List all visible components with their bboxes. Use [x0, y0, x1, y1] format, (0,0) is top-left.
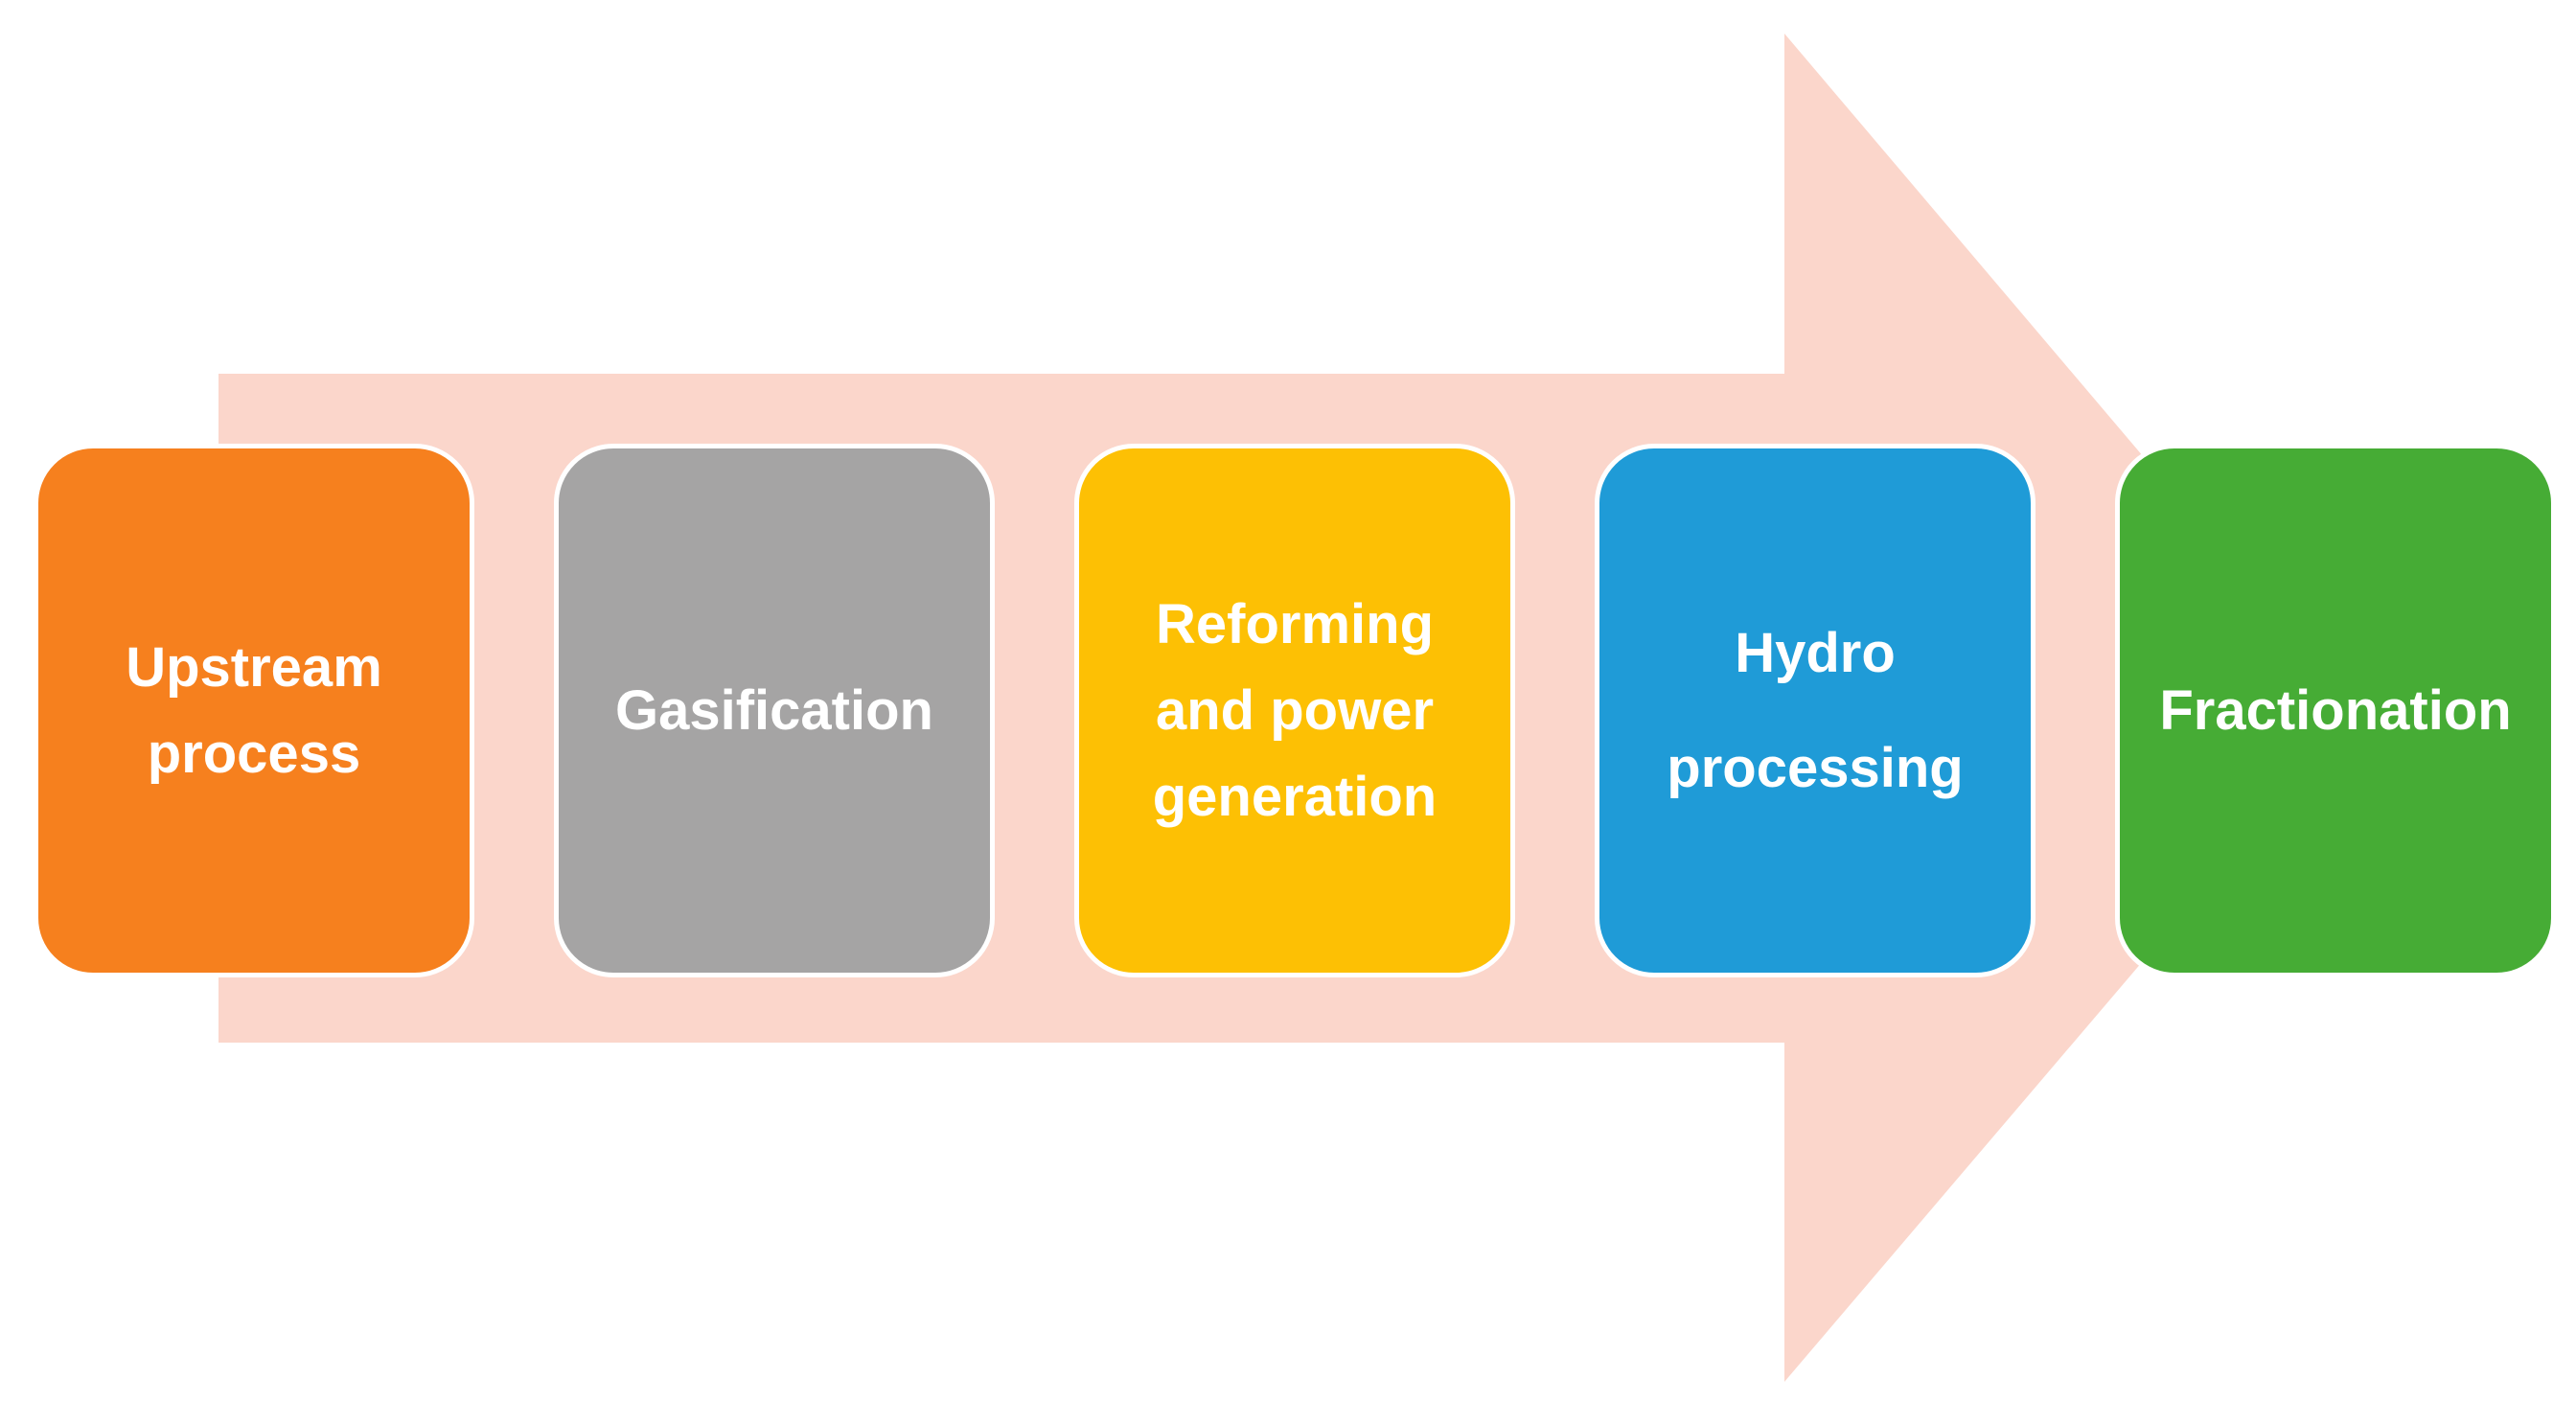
stage-label-reforming-and-power-generation: Reforming and power generation [1152, 592, 1438, 828]
stage-box-hydro-processing: Hydro processing [1595, 444, 2036, 977]
stage-label-gasification: Gasification [615, 678, 933, 742]
stage-label-fractionation: Fractionation [2159, 678, 2512, 742]
stage-box-fractionation: Fractionation [2115, 444, 2556, 977]
stage-box-reforming-and-power-generation: Reforming and power generation [1074, 444, 1515, 977]
stage-box-upstream-process: Upstream process [34, 444, 474, 977]
stage-label-hydro-processing: Hydro processing [1667, 621, 1964, 799]
stage-label-upstream-process: Upstream process [126, 635, 382, 785]
stage-box-gasification: Gasification [554, 444, 995, 977]
